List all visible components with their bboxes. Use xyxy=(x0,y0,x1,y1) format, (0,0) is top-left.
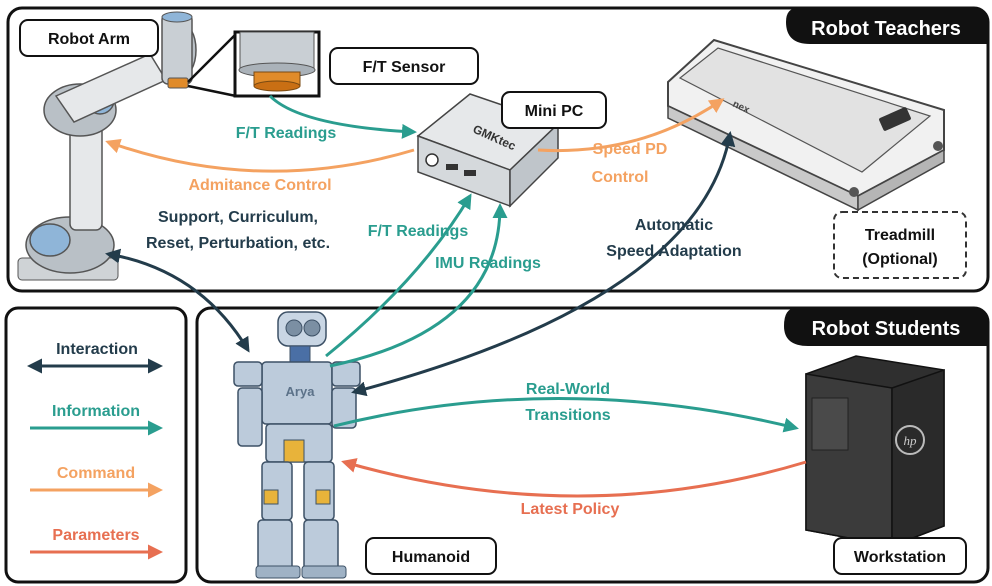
edge-auto-speed-adaptation xyxy=(351,131,736,397)
robot-arm-label: Robot Arm xyxy=(48,31,130,48)
label-auto-speed-2: Speed Adaptation xyxy=(606,243,741,260)
edge-arm-humanoid-interaction xyxy=(105,248,250,353)
teachers-title-badge xyxy=(786,8,988,44)
edge-real-world-transitions xyxy=(333,397,799,433)
humanoid-brand: Arya xyxy=(286,384,316,399)
treadmill-label-box xyxy=(833,211,967,279)
label-real-world-1: Real-World xyxy=(526,381,610,398)
mini-pc-label: Mini PC xyxy=(525,103,584,120)
label-auto-speed-1: Automatic xyxy=(635,217,713,234)
treadmill-label-line2: (Optional) xyxy=(862,251,938,268)
edge-ft-sensor-to-pc xyxy=(268,94,417,139)
edge-latest-policy xyxy=(341,458,807,498)
legend-interaction-label: Interaction xyxy=(56,341,138,358)
label-imu-readings: IMU Readings xyxy=(435,255,541,272)
treadmill-label-line1: Treadmill xyxy=(865,227,935,244)
edge-admittance-control xyxy=(105,138,415,173)
label-ft-readings-mid: F/T Readings xyxy=(368,223,469,240)
label-ft-readings-top: F/T Readings xyxy=(236,125,337,142)
robot-arm-illustration xyxy=(17,11,197,281)
ft-sensor-label-box xyxy=(329,47,479,85)
teachers-title: Robot Teachers xyxy=(811,18,961,40)
ft-sensor-label: F/T Sensor xyxy=(363,59,446,76)
workstation-label-box xyxy=(833,537,967,575)
legend-command-label: Command xyxy=(57,465,135,482)
edge-ft-humanoid-to-pc xyxy=(325,193,472,358)
students-title: Robot Students xyxy=(812,318,961,340)
robot-arm-label-box xyxy=(19,19,159,57)
humanoid-label-box xyxy=(365,537,497,575)
label-support-2: Reset, Perturbation, etc. xyxy=(146,235,330,252)
workstation-label: Workstation xyxy=(854,549,946,566)
svg-text:hp: hp xyxy=(904,433,918,448)
workstation-illustration: hp xyxy=(805,355,945,548)
humanoid-label: Humanoid xyxy=(392,549,470,566)
label-speed-pd-1: Speed PD xyxy=(593,141,668,158)
label-admitance-control: Admitance Control xyxy=(188,177,331,194)
humanoid-illustration: Arya xyxy=(233,311,361,579)
mini-pc-label-box xyxy=(501,91,607,129)
students-title-badge xyxy=(784,308,988,346)
label-speed-pd-2: Control xyxy=(592,169,649,186)
legend-parameters-label: Parameters xyxy=(52,527,139,544)
label-real-world-2: Transitions xyxy=(525,407,610,424)
legend-information-label: Information xyxy=(52,403,140,420)
label-latest-policy: Latest Policy xyxy=(521,501,620,518)
treadmill-illustration: nex xyxy=(667,38,945,212)
legend-frame xyxy=(4,306,188,584)
label-support-1: Support, Curriculum, xyxy=(158,209,318,226)
